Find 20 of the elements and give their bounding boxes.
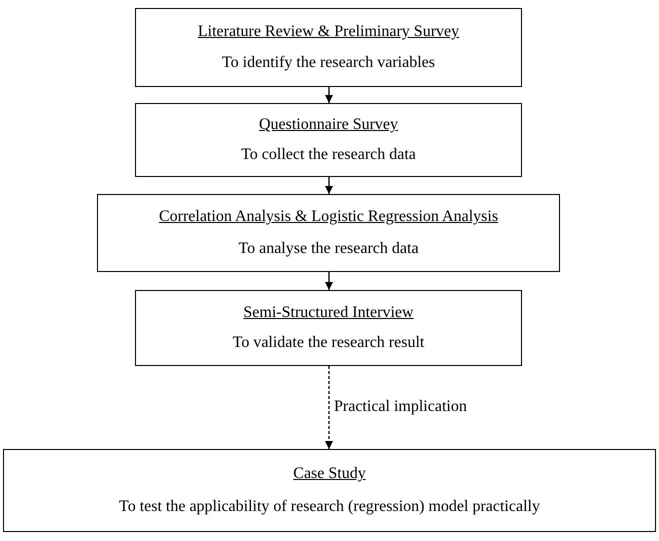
step-title: Questionnaire Survey xyxy=(258,116,398,134)
arrow xyxy=(325,87,333,103)
step-description: To identify the research variables xyxy=(222,54,435,72)
process-box xyxy=(3,449,656,532)
process-box xyxy=(135,103,522,177)
step-title: Literature Review & Preliminary Survey xyxy=(198,22,460,41)
step-description: To analyse the research data xyxy=(238,240,419,258)
step-description: To collect the research data xyxy=(241,146,416,164)
arrow xyxy=(325,272,333,290)
process-box xyxy=(97,194,560,272)
step-description: To validate the research result xyxy=(232,334,424,352)
step-description: To test the applicability of research (regression) model practically xyxy=(119,498,540,516)
arrow xyxy=(325,366,333,449)
step-title: Correlation Analysis & Logistic Regression Analysis xyxy=(158,208,498,226)
edge-label: Practical implication xyxy=(332,398,469,416)
arrow xyxy=(325,177,333,194)
step-title: Case Study xyxy=(293,465,366,483)
process-box xyxy=(135,290,522,366)
step-title: Semi-Structured Interview xyxy=(243,304,414,322)
process-box xyxy=(135,8,522,87)
